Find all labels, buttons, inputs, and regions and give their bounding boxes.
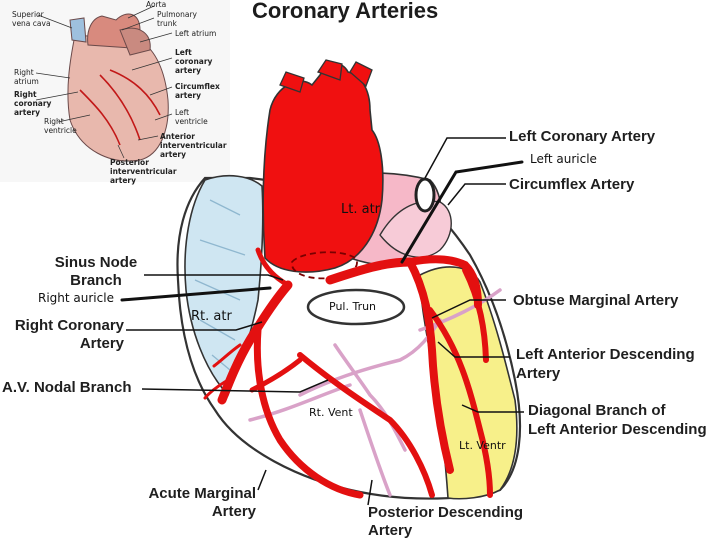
pulmonary-vein-stub [414,177,436,213]
inset-label-left-atrium: Left atrium [175,29,217,38]
inset-label-left-coronary-3: artery [175,66,202,75]
lad-path [406,258,454,474]
label-sinus-line2: Branch [70,272,122,289]
coronary-arteries [203,247,493,499]
inset-label-svc-2: vena cava [12,19,51,28]
inset-label-left-ventricle-2: ventricle [175,117,208,126]
inset-label-anterior-iv-2: interventricular [160,141,227,150]
inset-label-anterior-iv-3: artery [160,150,187,159]
label-circumflex-artery: Circumflex Artery [509,176,635,193]
label-diagonal-line1: Diagonal Branch of [528,402,666,419]
label-obtuse-marginal-artery: Obtuse Marginal Artery [513,292,679,309]
inset-label-right-ventricle-1: Right [44,117,64,126]
inset-label-left-coronary-2: coronary [175,57,213,66]
diagonal-path [427,307,493,498]
inset-label-posterior-iv-2: interventricular [110,167,177,176]
label-sinus-line1: Sinus Node [54,254,138,271]
inset-label-right-ventricle-2: ventricle [44,126,77,135]
aorta-shape [262,63,384,273]
left-auricle-shape [379,200,452,258]
inset-label-left-ventricle-1: Left [175,108,190,117]
inset-label-posterior-iv-3: artery [110,176,137,185]
handwritten-pointers [120,160,524,302]
page-title: Coronary Arteries [252,0,439,23]
label-left-coronary-artery: Left Coronary Artery [509,128,656,145]
inset-label-left-coronary-1: Left [175,48,192,57]
obtuse-marginal-path [462,267,489,363]
label-rca-line2: Artery [79,335,124,352]
inset-label-posterior-iv-1: Posterior [110,158,149,167]
leader-lines [126,137,524,506]
label-pda-line1: Posterior Descending [368,504,524,521]
hand-rt-vent: Rt. Vent [309,406,353,419]
hand-pul-trun: Pul. Trun [329,300,377,313]
label-lad-line1: Left Anterior Descending [516,346,695,363]
hand-lt-ventr: Lt. Ventr [459,439,506,452]
inset-label-circumflex-1: Circumflex [175,82,220,91]
inset-label-pulmonary-2: trunk [157,19,177,28]
inset-label-pulmonary-1: Pulmonary [157,10,197,19]
inset-label-anterior-iv-1: Anterior [160,132,195,141]
label-pda-line2: Artery [368,522,413,539]
inset-label-svc-1: Superior [12,10,44,19]
hand-left-auricle: Left auricle [530,152,597,166]
inset-label-circumflex-2: artery [175,91,202,100]
acute-marginal-path [253,326,364,499]
inset-label-right-coronary-3: artery [14,108,41,117]
hand-lt-atr: Lt. atr [341,202,381,217]
av-nodal-path [249,357,303,393]
inset-label-right-coronary-2: coronary [14,99,52,108]
label-lad-line2: Artery [516,365,561,382]
label-rca-line1: Right Coronary [14,317,124,334]
label-acute-line1: Acute Marginal [148,485,256,502]
inset-label-right-coronary-1: Right [14,90,37,99]
hand-right-auricle: Right auricle [38,291,114,305]
inset-label-aorta: Aorta [146,0,167,9]
label-acute-line2: Artery [211,503,256,520]
sinus-node-path [255,247,291,288]
rca-path [217,280,293,405]
label-av-nodal-branch: A.V. Nodal Branch [2,379,132,396]
pda-path [297,352,435,498]
inset-label-right-atrium-1: Right [14,68,34,77]
label-diagonal-line2: Left Anterior Descending [528,421,707,438]
hand-rt-atr: Rt. atr [191,309,232,324]
inset-label-right-atrium-2: atrium [14,77,39,86]
pulmonary-trunk-ring [306,288,406,326]
